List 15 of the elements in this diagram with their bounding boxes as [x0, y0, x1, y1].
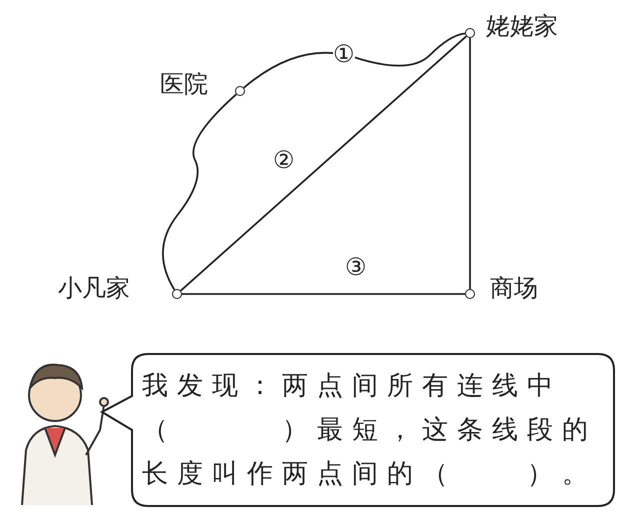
route-line: [469, 38, 471, 289]
point-marker: [465, 28, 475, 38]
place-label: 商场: [490, 276, 538, 300]
route-line: [243, 32, 466, 88]
route-line: [182, 293, 465, 295]
place-label: 小凡家: [58, 276, 130, 300]
point-marker: [172, 289, 182, 299]
point-marker: [235, 86, 245, 96]
bubble-text: 我发现：两点间所有连线中（ ）最短，这条线段的长度叫作两点间的（ ）。: [142, 370, 598, 491]
place-label: 医院: [160, 72, 208, 96]
place-label: 姥姥家: [486, 14, 558, 38]
route-line: [180, 36, 467, 292]
speech-bubble: [100, 350, 618, 510]
point-marker: [465, 289, 475, 299]
route-line: [162, 94, 237, 290]
